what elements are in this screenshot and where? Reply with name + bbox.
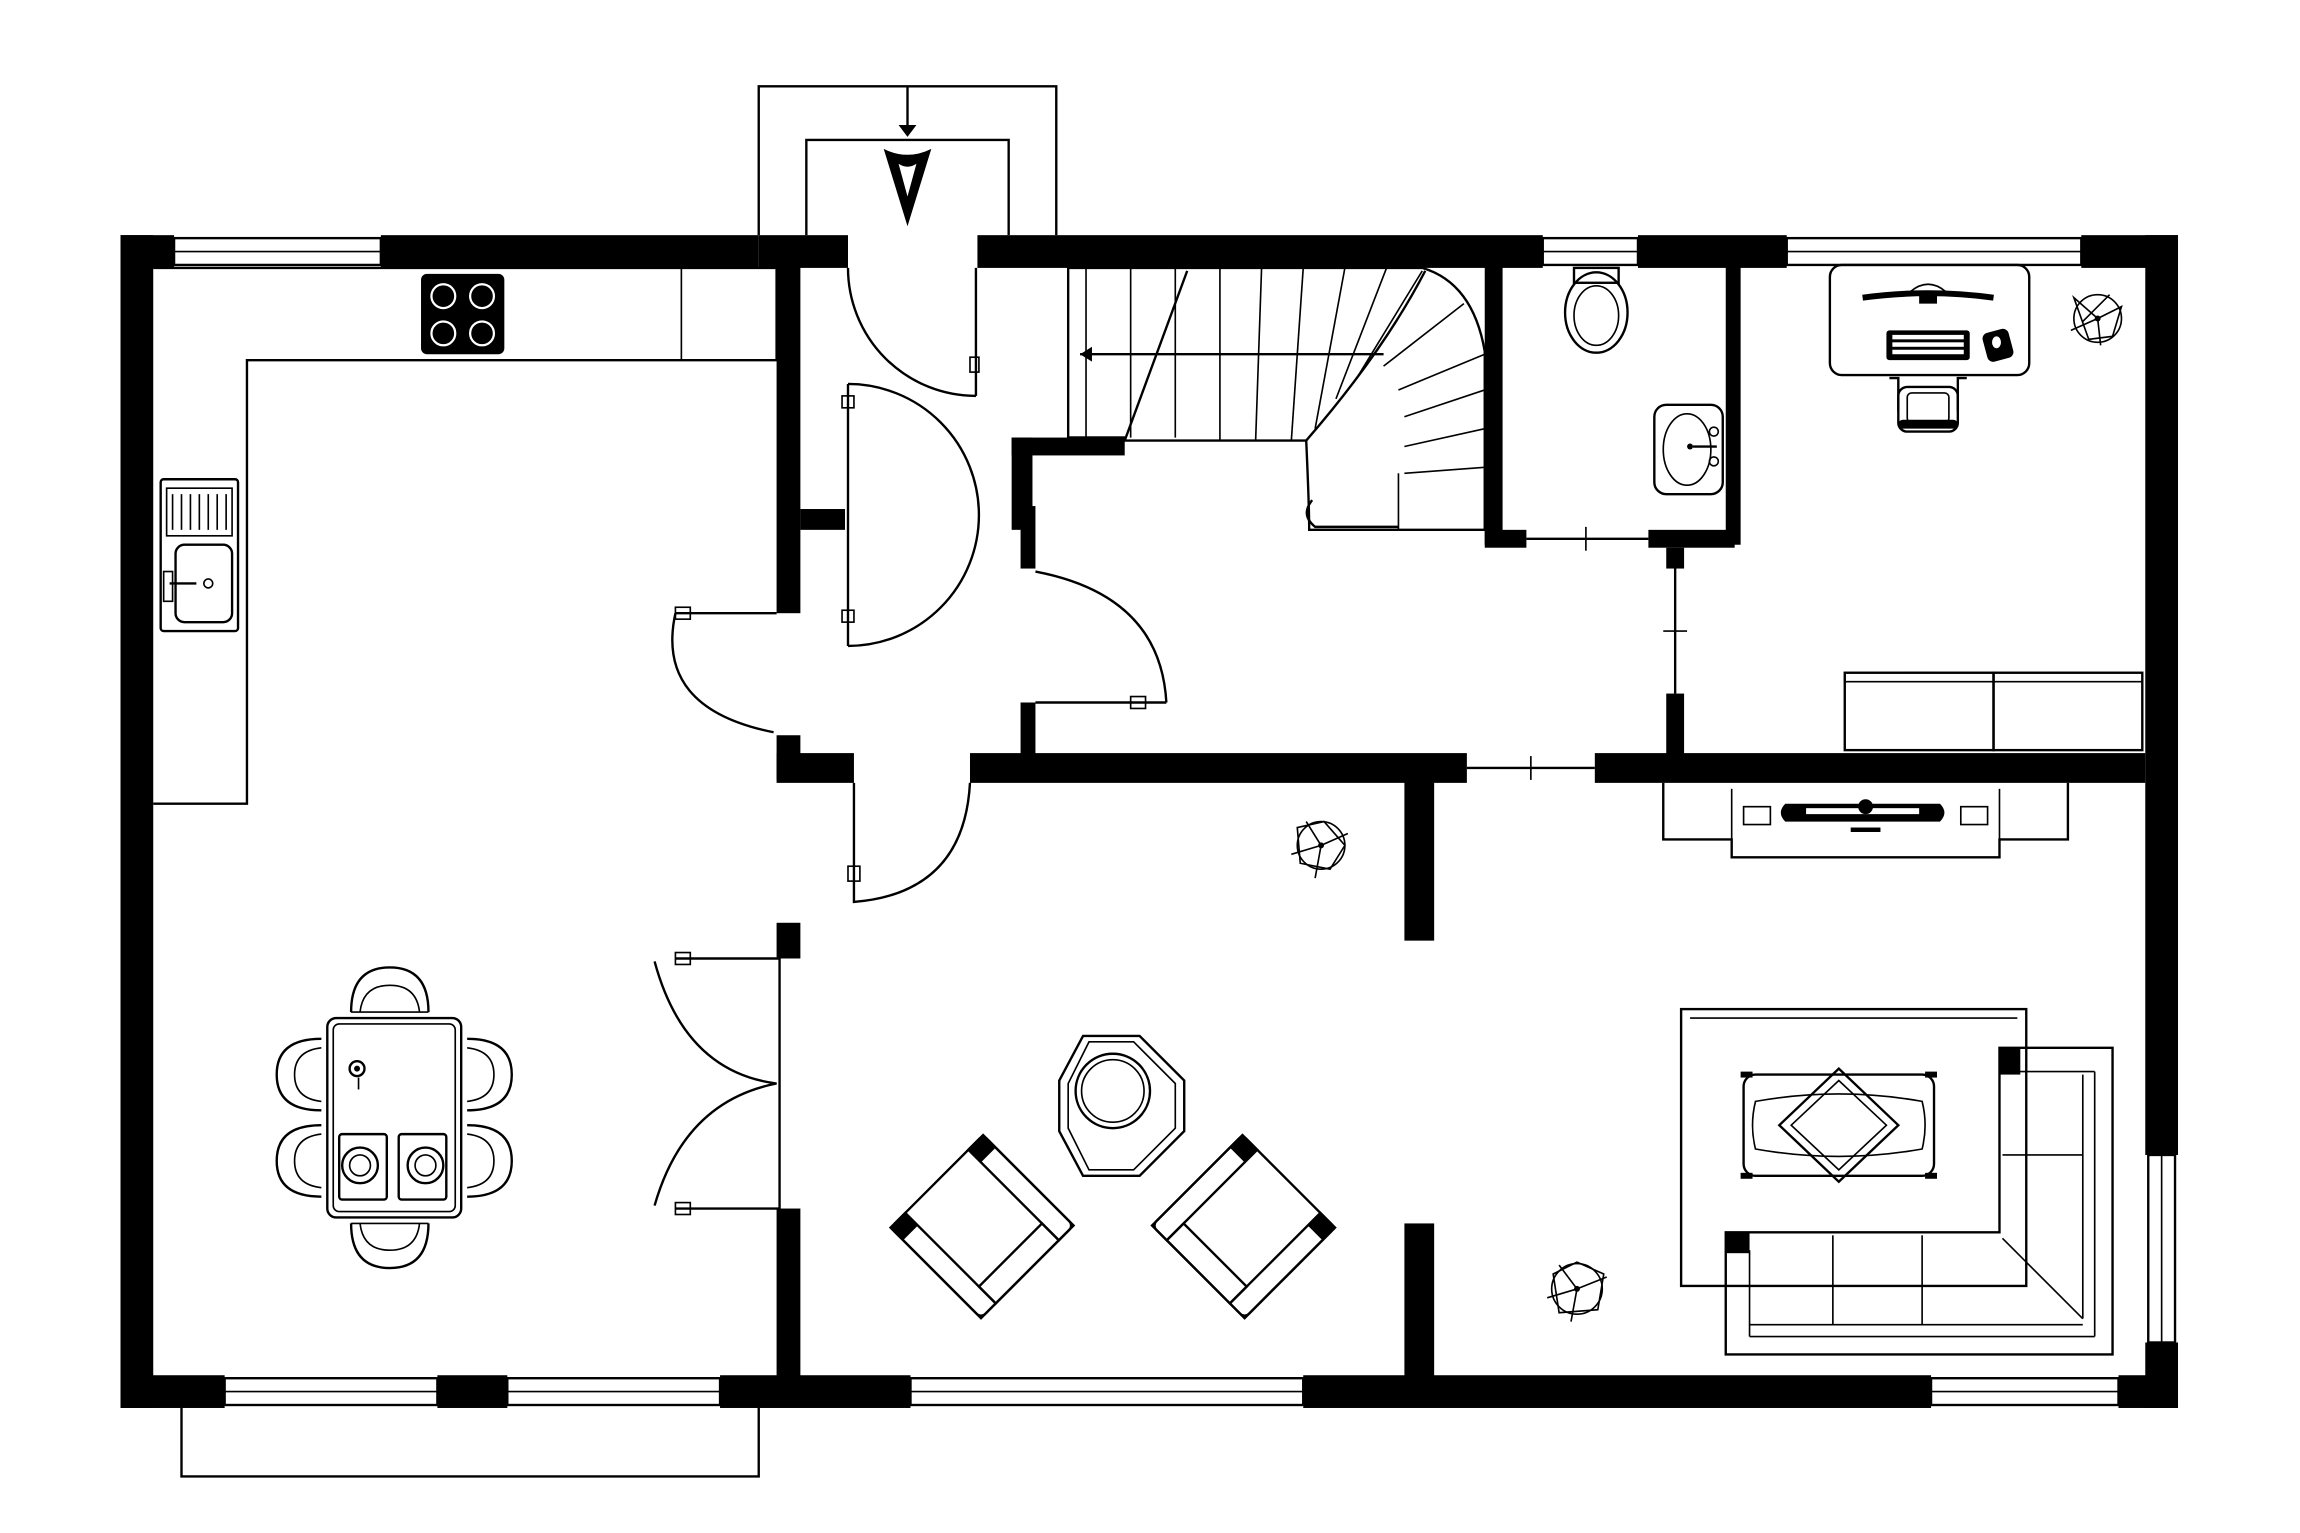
armchair-icon	[1150, 1133, 1337, 1320]
sink-icon	[159, 478, 240, 633]
door-stairs[interactable]	[841, 382, 981, 648]
tv-stand-icon	[1662, 782, 2070, 859]
front-door[interactable]	[846, 267, 980, 398]
entrance-porch	[757, 85, 1058, 236]
potted-plant-icon	[2070, 293, 2123, 346]
computer-monitor-icon	[1862, 283, 1994, 304]
cooktop-icon	[421, 273, 505, 355]
staircase	[1066, 266, 1486, 532]
sideboard-icon	[1843, 671, 2144, 752]
desk-icon	[1828, 263, 2031, 377]
door-hall[interactable]	[1035, 570, 1168, 710]
potted-plant-icon	[1546, 1261, 1608, 1322]
coffee-table-icon	[1740, 1066, 1937, 1184]
washbasin-icon	[1653, 403, 1724, 496]
side-table-icon	[1058, 1034, 1186, 1177]
rug-icon	[1679, 1007, 2028, 1288]
armchair-icon	[888, 1133, 1076, 1320]
terrace	[180, 1407, 760, 1478]
toilet-icon	[1563, 266, 1629, 354]
kitchen-counter	[153, 266, 778, 805]
keyboard-icon	[1886, 330, 1970, 361]
signature-label: McGrundriss	[2156, 1055, 2171, 1131]
mouse-icon	[1982, 328, 2014, 362]
potted-plant-icon	[1291, 820, 1349, 879]
dining-chair-icon	[275, 966, 513, 1270]
office-chair-icon	[1889, 376, 1967, 433]
windows	[172, 236, 2177, 1407]
exterior-walls	[120, 235, 2179, 1408]
double-door-kitchen-living[interactable]	[653, 951, 781, 1216]
door-kitchen-upper[interactable]	[671, 606, 777, 734]
door-living[interactable]	[847, 782, 972, 904]
interior-walls	[776, 261, 2146, 1382]
sliding-door[interactable]	[1466, 526, 1688, 780]
dining-table-icon	[326, 1016, 463, 1219]
corner-sofa-icon	[1724, 1046, 2114, 1356]
